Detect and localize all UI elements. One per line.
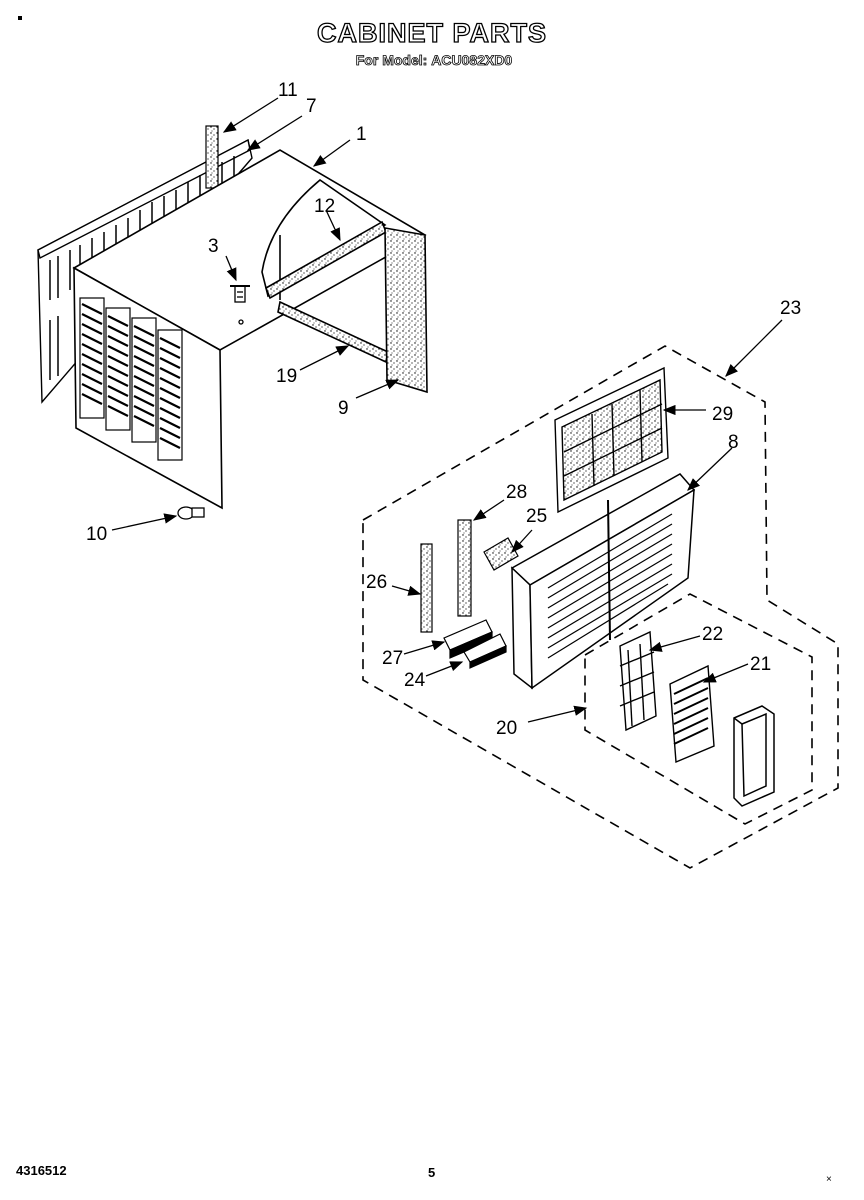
kit-boundary	[362, 345, 839, 869]
corner-x-mark: ×	[826, 1174, 832, 1185]
seal-strip-26	[420, 543, 433, 633]
callout-11: 11	[278, 80, 298, 101]
gasket-strip-11	[205, 125, 219, 189]
callout-21: 21	[750, 654, 771, 675]
callout-1: 1	[356, 124, 367, 145]
filter-29	[554, 366, 669, 514]
model-number: ACU082XD0	[431, 52, 513, 69]
louver-part-21	[669, 664, 715, 764]
callout-26: 26	[366, 572, 387, 593]
callout-19: 19	[276, 366, 297, 387]
corner-mark	[18, 16, 22, 20]
callout-12: 12	[314, 196, 335, 217]
leader-lines	[111, 97, 783, 723]
block-24	[463, 633, 507, 669]
pad-25	[483, 537, 519, 571]
seal-strip-28	[457, 519, 472, 617]
callout-labels: 11 7 1 12 3 19 9 10 23 29 8 28 25 26 27 …	[86, 80, 801, 739]
page-number: 5	[428, 1165, 436, 1180]
callout-28: 28	[506, 482, 527, 503]
subtitle-prefix: For Model:	[355, 52, 428, 69]
louver-part-22	[619, 630, 657, 732]
front-louvers	[79, 297, 183, 461]
callout-24: 24	[404, 670, 426, 691]
callout-27: 27	[382, 648, 403, 669]
callout-7: 7	[306, 96, 317, 117]
callout-25: 25	[526, 506, 547, 527]
model-subtitle: For Model:ACU082XD0	[0, 52, 864, 69]
callout-9: 9	[338, 398, 349, 419]
callout-8: 8	[728, 432, 739, 453]
callout-29: 29	[712, 404, 733, 425]
louver-frame-20	[733, 705, 775, 807]
page-title: CABINET PARTS	[316, 17, 547, 48]
callout-23: 23	[780, 298, 801, 319]
cabinet-wrapper	[72, 149, 428, 510]
screw-3	[230, 285, 250, 325]
part-number: 4316512	[16, 1163, 67, 1178]
callout-10: 10	[86, 524, 107, 545]
callout-20: 20	[496, 718, 517, 739]
callout-22: 22	[702, 624, 723, 645]
callout-3: 3	[208, 236, 219, 257]
screw-10	[177, 506, 205, 520]
